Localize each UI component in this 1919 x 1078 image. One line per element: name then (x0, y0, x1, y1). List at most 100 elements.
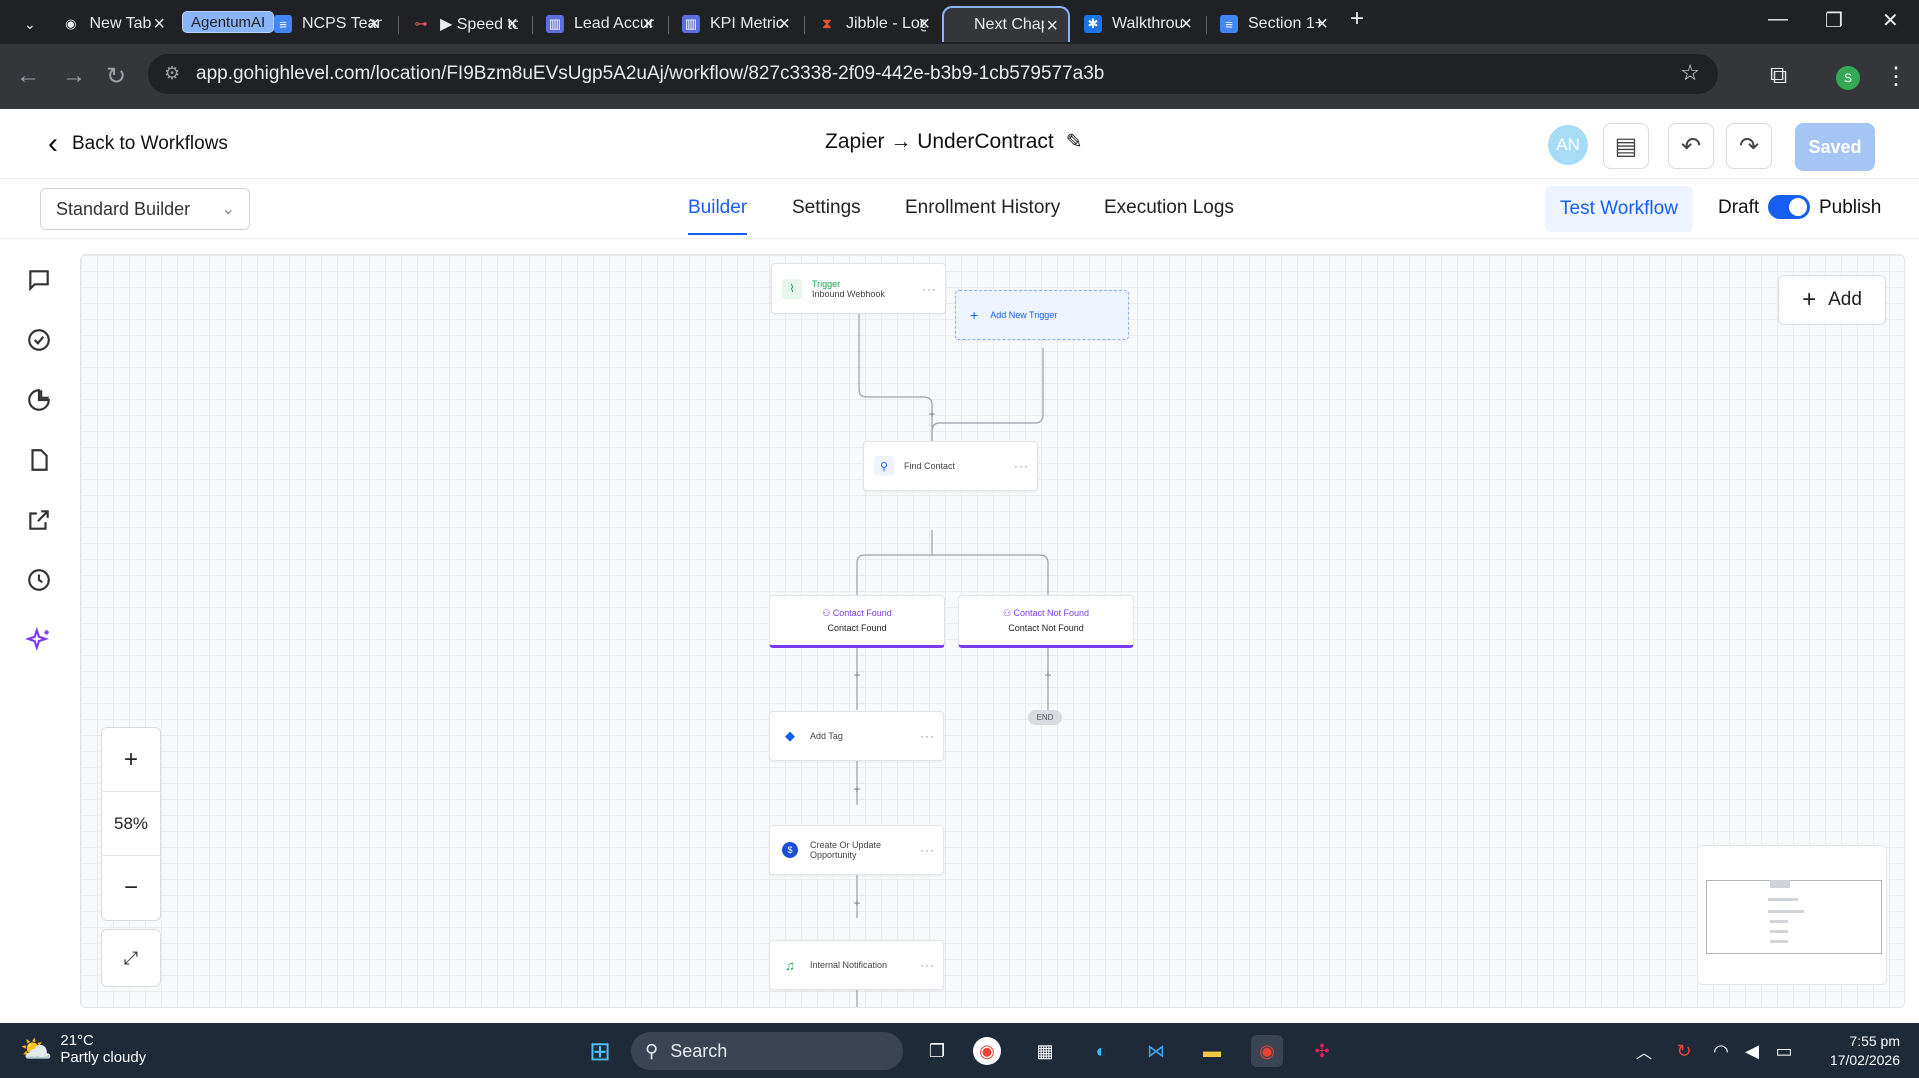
file-icon[interactable] (26, 447, 52, 473)
browser-tab[interactable]: ✱Walkthroug× (1072, 6, 1202, 42)
fit-view-icon[interactable]: ⤢ (101, 929, 161, 987)
node-menu-icon[interactable]: ··· (920, 958, 935, 972)
slack-icon[interactable]: ✣ (1314, 1040, 1330, 1061)
browser-tab[interactable]: ≡Section 1+× (1208, 6, 1338, 42)
sync-icon[interactable]: ↻ (1676, 1040, 1692, 1061)
taskbar-search[interactable]: ⚲Search (631, 1032, 903, 1070)
undo-icon[interactable]: ↶ (1668, 123, 1714, 169)
back-to-workflows-link[interactable]: ‹Back to Workflows (48, 127, 228, 160)
windows-start-icon[interactable]: ⊞ (589, 1035, 611, 1066)
close-icon[interactable]: × (1046, 15, 1058, 37)
chevron-up-icon[interactable]: ︿ (1635, 1045, 1652, 1062)
node-menu-icon[interactable]: ··· (922, 281, 937, 296)
node-menu-icon[interactable]: ··· (920, 729, 935, 743)
redo-icon[interactable]: ↷ (1726, 123, 1772, 169)
zoom-out-button[interactable]: − (123, 874, 138, 901)
test-workflow-button[interactable]: Test Workflow (1545, 186, 1693, 232)
minimap[interactable] (1697, 845, 1887, 985)
dollar-icon: $ (780, 840, 800, 860)
vscode-icon[interactable]: ⋈ (1147, 1040, 1165, 1061)
internal-notification-node[interactable]: ♫ Internal Notification ··· (769, 940, 944, 990)
reload-icon[interactable]: ↻ (106, 63, 127, 90)
tab-group-chip[interactable]: AgentumAI (182, 11, 275, 33)
browser-tab[interactable]: ▥Lead Accur× (534, 6, 664, 42)
clipboard-icon[interactable]: ▤ (1603, 123, 1649, 169)
minimize-icon[interactable]: — (1768, 8, 1788, 30)
close-icon[interactable]: × (778, 13, 790, 35)
new-tab-button[interactable]: + (1350, 5, 1365, 32)
add-new-trigger-node[interactable]: +Add New Trigger (955, 290, 1129, 340)
ai-sparkle-icon[interactable] (26, 627, 52, 653)
chat-icon[interactable] (26, 267, 52, 293)
add-step-plus-icon[interactable]: + (853, 782, 861, 796)
bookmark-star-icon[interactable]: ☆ (1680, 60, 1700, 85)
edit-pencil-icon[interactable]: ✎ (1065, 131, 1083, 153)
tab-settings[interactable]: Settings (792, 197, 861, 218)
browser-tab[interactable]: ⊶▶ Speed to× (400, 6, 528, 42)
branch-contact-found[interactable]: ⚇ Contact Found Contact Found (769, 595, 945, 648)
external-link-icon[interactable] (26, 507, 52, 533)
url-field[interactable]: ⚙ app.gohighlevel.com/location/FI9Bzm8uE… (148, 54, 1718, 94)
close-icon[interactable]: × (506, 13, 518, 35)
tab-enrollment-history[interactable]: Enrollment History (905, 197, 1061, 218)
file-explorer-icon[interactable]: ▬ (1203, 1040, 1221, 1061)
forward-arrow-icon[interactable]: → (62, 62, 86, 89)
chrome-active-icon[interactable]: ◉ (1251, 1035, 1283, 1067)
profile-avatar[interactable]: S (1836, 66, 1860, 90)
edge-icon[interactable]: ◐ (1095, 1040, 1107, 1061)
close-icon[interactable]: × (153, 13, 165, 35)
add-step-plus-icon[interactable]: + (853, 896, 861, 910)
node-menu-icon[interactable]: ··· (1014, 459, 1029, 473)
restore-icon[interactable]: ❐ (1825, 10, 1843, 32)
browser-tab[interactable]: ≡NCPS Team× (262, 6, 390, 42)
back-arrow-icon[interactable]: ← (16, 62, 40, 89)
site-info-icon[interactable]: ⚙ (164, 63, 181, 83)
task-view-icon[interactable]: ❐ (928, 1040, 946, 1061)
close-icon[interactable]: × (1180, 13, 1192, 35)
close-icon[interactable]: × (642, 13, 654, 35)
add-tag-node[interactable]: ◆ Add Tag ··· (769, 711, 944, 761)
pie-chart-icon[interactable] (26, 387, 52, 413)
chevron-left-icon: ‹ (48, 127, 58, 160)
chrome-icon[interactable]: ◉ (973, 1037, 1001, 1065)
add-step-plus-icon[interactable]: + (1044, 668, 1052, 682)
building-icon: ▥ (682, 15, 700, 33)
store-icon[interactable]: ▦ (1036, 1040, 1054, 1061)
publish-toggle[interactable] (1768, 195, 1810, 219)
volume-icon[interactable]: ◀ (1745, 1040, 1759, 1061)
browser-tab[interactable]: ▥KPI Metric× (670, 6, 800, 42)
avatar[interactable]: AN (1548, 125, 1588, 165)
add-button[interactable]: +Add (1778, 275, 1886, 325)
tab-list-button[interactable]: ⌄ (24, 15, 36, 32)
node-menu-icon[interactable]: ··· (920, 843, 935, 857)
branch-contact-not-found[interactable]: ⚇ Contact Not Found Contact Not Found (958, 595, 1134, 648)
extensions-icon[interactable]: ⧉ (1770, 62, 1788, 89)
create-update-opportunity-node[interactable]: $ Create Or Update Opportunity ··· (769, 825, 944, 875)
saved-button[interactable]: Saved (1795, 123, 1875, 171)
close-icon[interactable]: × (368, 13, 380, 35)
tab-builder[interactable]: Builder (688, 197, 748, 235)
find-contact-node[interactable]: ⚲ Find Contact ··· (863, 441, 1038, 491)
browser-tab[interactable]: ⧗Jibble - Log× (806, 6, 940, 42)
add-step-plus-icon[interactable]: + (928, 407, 936, 421)
builder-mode-select[interactable]: Standard Builder⌄ (40, 188, 250, 230)
browser-tab[interactable]: ◉New Tab× (50, 6, 175, 42)
bell-icon: ♫ (785, 957, 795, 973)
tab-execution-logs[interactable]: Execution Logs (1104, 197, 1234, 218)
zoom-in-button[interactable]: + (102, 728, 160, 792)
close-icon[interactable]: × (918, 13, 930, 35)
history-icon[interactable] (26, 567, 52, 593)
browser-tab-active[interactable]: Next Chapt× (942, 6, 1070, 42)
battery-icon[interactable]: ▭ (1775, 1040, 1793, 1061)
close-window-icon[interactable]: ✕ (1882, 10, 1899, 32)
close-icon[interactable]: × (1316, 13, 1328, 35)
add-step-plus-icon[interactable]: + (853, 668, 861, 682)
check-circle-icon[interactable] (26, 327, 52, 353)
wifi-icon[interactable]: ◠ (1713, 1040, 1729, 1061)
minimap-viewport[interactable] (1706, 880, 1882, 954)
menu-kebab-icon[interactable]: ⋮ (1884, 63, 1908, 90)
